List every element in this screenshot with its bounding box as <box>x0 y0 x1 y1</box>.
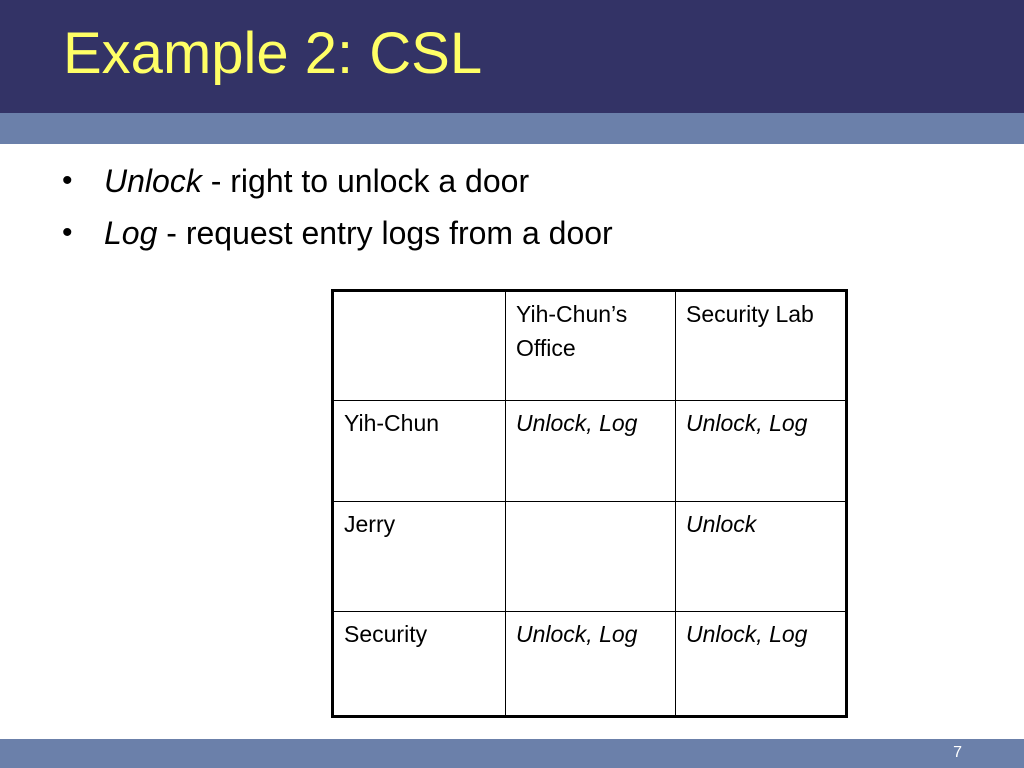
column-header-yih-chuns-office: Yih-Chun’s Office <box>505 290 676 401</box>
slide-title: Example 2: CSL <box>63 21 483 86</box>
footer-bar: 7 <box>0 739 1024 768</box>
page-number: 7 <box>953 744 962 761</box>
row-header-security: Security <box>332 611 506 717</box>
capability-table: Yih-Chun’s Office Security Lab Yih-Chun … <box>331 289 848 718</box>
column-header-security-lab: Security Lab <box>675 290 847 401</box>
bullet-description: - request entry logs from a door <box>157 215 613 251</box>
bullet-item-unlock: • Unlock - right to unlock a door <box>62 158 613 210</box>
bullet-term: Log <box>104 215 158 251</box>
bullet-item-log: • Log - request entry logs from a door <box>62 210 613 262</box>
table-row: Security Unlock, Log Unlock, Log <box>332 611 847 717</box>
table-corner-cell <box>332 290 506 401</box>
bullet-marker: • <box>62 164 73 197</box>
bullet-list: • Unlock - right to unlock a door • Log - … <box>62 158 613 262</box>
row-header-yih-chun: Yih-Chun <box>332 400 506 502</box>
table-cell: Unlock, Log <box>505 611 676 717</box>
table-cell <box>505 501 676 612</box>
table-header-row: Yih-Chun’s Office Security Lab <box>332 290 847 401</box>
table-row: Yih-Chun Unlock, Log Unlock, Log <box>332 400 847 502</box>
table-cell: Unlock, Log <box>675 611 847 717</box>
row-header-jerry: Jerry <box>332 501 506 612</box>
bullet-term: Unlock <box>104 163 202 199</box>
table-row: Jerry Unlock <box>332 501 847 612</box>
bullet-marker: • <box>62 216 73 249</box>
table-cell: Unlock, Log <box>505 400 676 502</box>
bullet-description: - right to unlock a door <box>201 163 530 199</box>
title-accent-bar <box>0 113 1024 144</box>
title-bar: Example 2: CSL <box>0 0 1024 113</box>
table-cell: Unlock <box>675 501 847 612</box>
table-cell: Unlock, Log <box>675 400 847 502</box>
